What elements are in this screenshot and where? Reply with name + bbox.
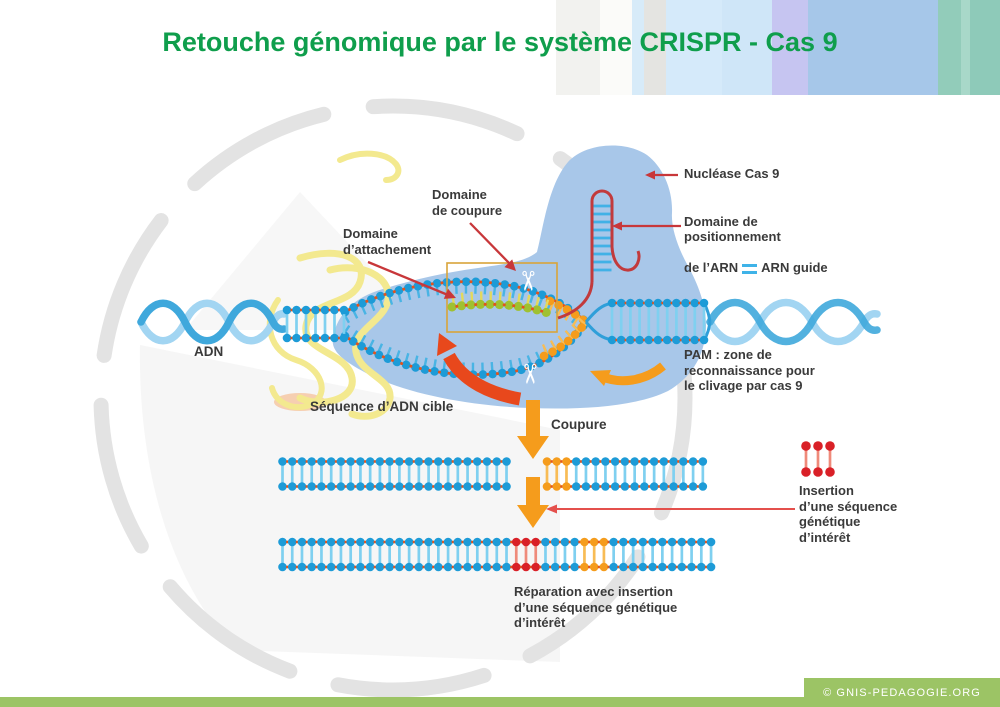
dna-row-cut-right xyxy=(542,457,708,491)
header-band xyxy=(970,0,1000,95)
target-sequence-arrow xyxy=(443,352,522,406)
cell-membrane xyxy=(93,98,693,698)
header-band xyxy=(938,0,961,95)
label-positionnement: Domaine de positionnement de l’ARN ARN gu… xyxy=(684,198,828,276)
label-coupure-step: Coupure xyxy=(551,417,607,432)
footer-credit-block: © GNIS-PEDAGOGIE.ORG xyxy=(804,678,1000,707)
cut-arrow-1 xyxy=(517,400,549,459)
label-positionnement-pre: de l’ARN xyxy=(684,260,739,275)
label-domaine-coupure: Domaine de coupure xyxy=(432,187,503,218)
header-band xyxy=(666,0,722,95)
label-insertion: Insertion d’une séquence génétique d’int… xyxy=(799,483,898,545)
dna-mini-right xyxy=(607,298,709,345)
dna-helix-ribbons xyxy=(137,298,881,346)
rna-equals-icon xyxy=(742,263,758,274)
target-sequence-arrowhead xyxy=(437,333,457,356)
insertion-sequence-icon xyxy=(801,441,835,477)
header-band xyxy=(808,0,938,95)
header-band xyxy=(632,0,644,95)
page-title: Retouche génomique par le système CRISPR… xyxy=(162,27,838,57)
label-sequence-cible: Séquence d’ADN cible xyxy=(310,399,454,414)
header-band xyxy=(0,0,556,95)
rna-guide-hairpin-icon xyxy=(557,189,641,320)
header-band xyxy=(722,0,772,95)
header-band xyxy=(556,0,600,95)
header-band xyxy=(644,0,666,95)
label-positionnement-top: Domaine de positionnement xyxy=(684,213,781,245)
header-band xyxy=(961,0,970,95)
label-domaine-attachement: Domaine d’attachement xyxy=(343,226,432,257)
label-reparation: Réparation avec insertion d’une séquence… xyxy=(514,584,678,630)
pam-curved-arrowhead xyxy=(590,370,611,386)
flow-arrows xyxy=(437,333,666,528)
dna-ladders xyxy=(278,298,835,572)
cut-site-scissors: ✂ ✂ xyxy=(512,270,545,386)
header-band xyxy=(772,0,808,95)
dna-row-repaired xyxy=(278,537,716,572)
dna-mini-left xyxy=(282,305,349,343)
cut-arrow-2 xyxy=(517,477,549,528)
scissors-icon-top: ✂ xyxy=(512,270,543,293)
footer-credit: © GNIS-PEDAGOGIE.ORG xyxy=(823,686,981,699)
footer-bar xyxy=(0,697,1000,707)
label-nuclease: Nucléase Cas 9 xyxy=(684,166,780,181)
label-positionnement-post: ARN guide xyxy=(761,260,828,275)
scissors-icon-bottom: ✂ xyxy=(514,363,545,386)
dna-row-cut-left xyxy=(278,457,511,491)
header-color-strip xyxy=(0,0,1000,95)
label-pointer-arrows xyxy=(367,170,795,514)
label-adn: ADN xyxy=(194,344,224,359)
label-pam: PAM : zone de reconnaissance pour le cli… xyxy=(684,347,815,393)
header-band xyxy=(600,0,632,95)
